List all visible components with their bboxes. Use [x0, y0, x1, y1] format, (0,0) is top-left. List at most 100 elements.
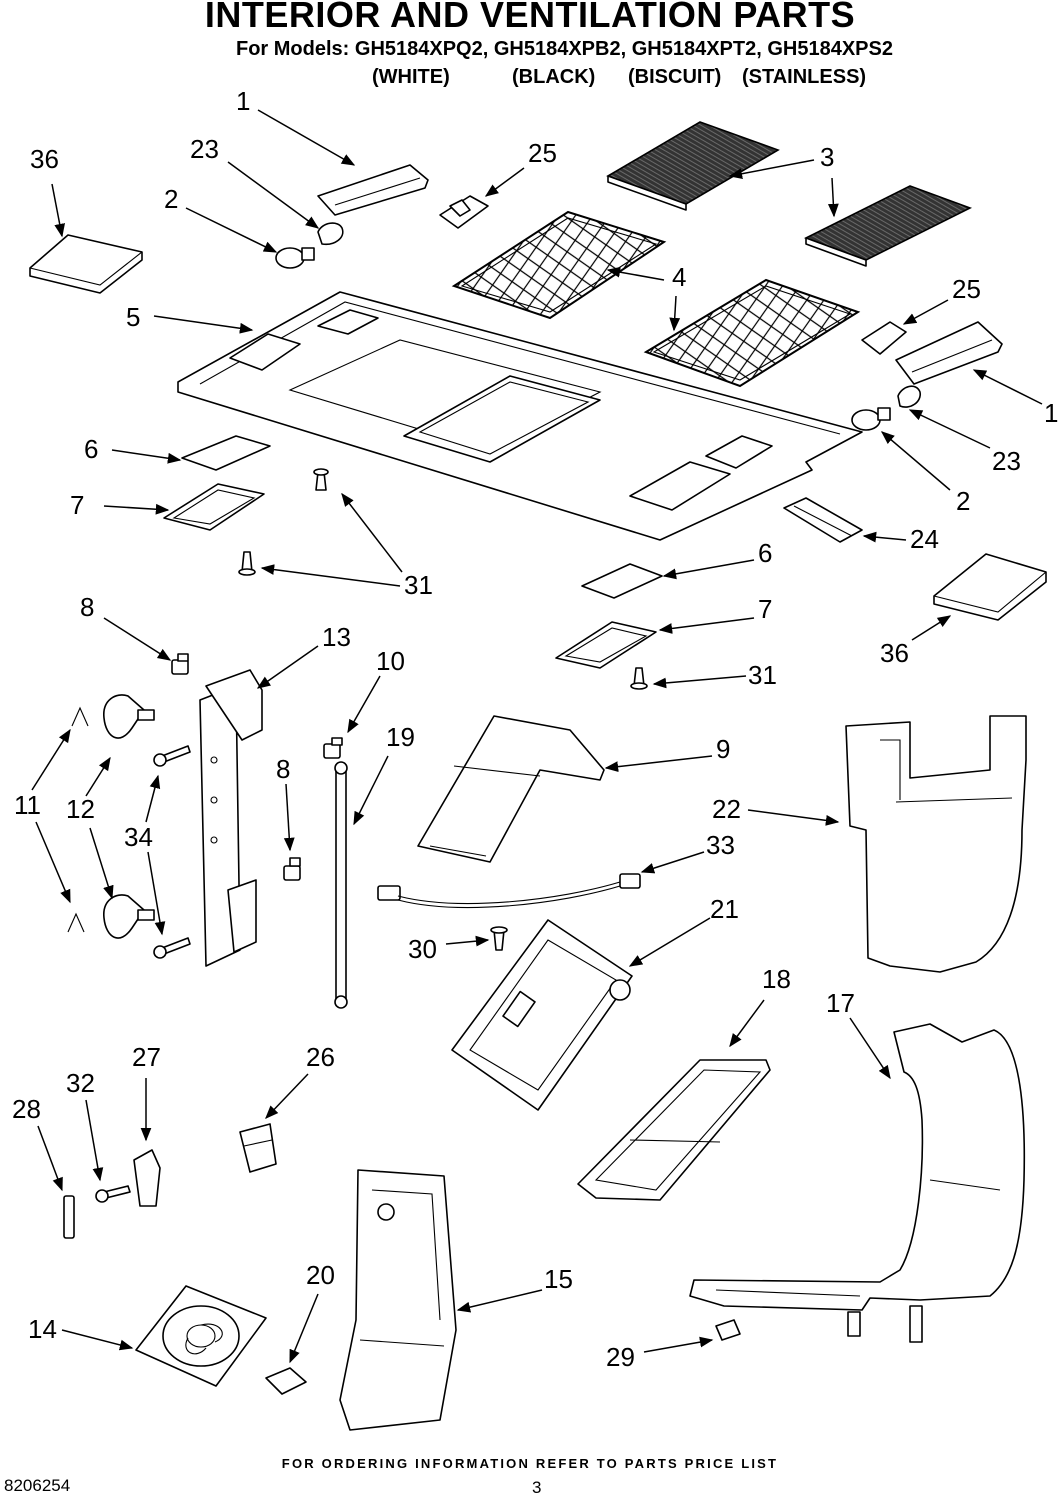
callout-32: 32 — [66, 1068, 95, 1098]
part-34-screw-lower — [153, 937, 191, 959]
part-12-cam-upper — [103, 694, 155, 739]
callout-34: 34 — [124, 822, 153, 852]
callout-25-right: 25 — [952, 274, 981, 304]
part-17-base-duct — [689, 1023, 1026, 1343]
callout-9: 9 — [716, 734, 730, 764]
callout-31-left: 31 — [404, 570, 433, 600]
part-11-spring-upper — [71, 706, 89, 727]
callout-8-upper: 8 — [80, 592, 94, 622]
part-15-fan-housing — [339, 1169, 457, 1431]
callout-13: 13 — [322, 622, 351, 652]
part-8-switch-lower — [283, 857, 301, 881]
callout-23-right: 23 — [992, 446, 1021, 476]
part-27-fuse-holder — [133, 1149, 161, 1207]
part-11-spring-lower — [67, 912, 85, 933]
callout-12: 12 — [66, 794, 95, 824]
part-6-shield-left — [181, 435, 271, 471]
part-36-cover-right — [933, 553, 1047, 621]
color-white: (WHITE) — [372, 66, 450, 88]
color-biscuit: (BISCUIT) — [628, 66, 722, 88]
part-1-light-cover-right — [895, 321, 1003, 385]
part-9-air-guide — [417, 715, 605, 863]
callout-29: 29 — [606, 1342, 635, 1372]
callout-5: 5 — [126, 302, 140, 332]
document-number: 8206254 — [4, 1476, 71, 1495]
part-19-door-rod — [334, 761, 348, 1009]
callout-18: 18 — [762, 964, 791, 994]
callout-7-right: 7 — [758, 594, 772, 624]
part-4-grease-filter-left — [451, 210, 667, 320]
part-14-vent-fan-motor — [135, 1285, 267, 1387]
part-12-cam-lower — [103, 894, 155, 939]
part-32-screw — [95, 1185, 131, 1203]
part-4-grease-filter-right — [643, 278, 861, 388]
callout-6-left: 6 — [84, 434, 98, 464]
callout-6-right: 6 — [758, 538, 772, 568]
callout-17: 17 — [826, 988, 855, 1018]
part-3-charcoal-filter-right — [803, 185, 973, 267]
callout-7-left: 7 — [70, 490, 84, 520]
part-18-cover-tray — [577, 1059, 771, 1201]
callout-31-right: 31 — [748, 660, 777, 690]
part-31-screw-upper — [313, 468, 329, 491]
callout-14: 14 — [28, 1314, 57, 1344]
part-33-wire-harness — [377, 873, 641, 909]
part-2-bulb-left — [275, 247, 315, 269]
callout-36-right: 36 — [880, 638, 909, 668]
page-number: 3 — [532, 1478, 542, 1497]
part-10-switch — [323, 737, 343, 759]
callout-26: 26 — [306, 1042, 335, 1072]
color-stainless: (STAINLESS) — [742, 66, 867, 88]
callout-28: 28 — [12, 1094, 41, 1124]
model-list: For Models: GH5184XPQ2, GH5184XPB2, GH51… — [236, 38, 893, 60]
callout-36-left: 36 — [30, 144, 59, 174]
callout-30: 30 — [408, 934, 437, 964]
part-5-bottom-plate — [177, 291, 863, 541]
part-13-latch-bracket — [199, 669, 263, 967]
part-23-socket-right — [897, 385, 921, 408]
color-black: (BLACK) — [512, 66, 596, 88]
part-25-bracket-left — [439, 195, 489, 229]
part-26-thermal-cutout — [239, 1123, 277, 1173]
part-31-screw-lower — [238, 551, 256, 576]
page-title: INTERIOR AND VENTILATION PARTS — [204, 0, 856, 35]
part-7-lamp-cover-left — [163, 483, 265, 531]
callout-1-right: 1 — [1044, 398, 1058, 428]
part-34-screw-upper — [153, 745, 191, 767]
part-8-switch-upper — [171, 653, 189, 675]
callout-22: 22 — [712, 794, 741, 824]
part-21-control-board — [451, 919, 633, 1111]
part-3-charcoal-filter-top — [606, 121, 780, 211]
leader-lines — [31, 109, 1043, 1364]
callout-23-upper-left: 23 — [190, 134, 219, 164]
part-24-bracket — [783, 497, 863, 543]
callout-8-lower: 8 — [276, 754, 290, 784]
callout-33: 33 — [706, 830, 735, 860]
callout-27: 27 — [132, 1042, 161, 1072]
part-22-vent-duct — [845, 715, 1027, 973]
callout-19: 19 — [386, 722, 415, 752]
callout-20: 20 — [306, 1260, 335, 1290]
part-28-fuse — [63, 1195, 75, 1239]
callout-21: 21 — [710, 894, 739, 924]
part-36-cover-left — [29, 234, 143, 294]
callout-3: 3 — [820, 142, 834, 172]
part-6-shield-right — [581, 563, 663, 599]
part-2-bulb-right — [851, 407, 891, 431]
callout-25-upper: 25 — [528, 138, 557, 168]
part-7-lamp-cover-right — [555, 621, 657, 669]
callouts: 1 23 36 2 25 3 4 5 25 1 23 2 6 7 31 24 6… — [12, 86, 1058, 1372]
ordering-note: FOR ORDERING INFORMATION REFER TO PARTS … — [281, 1456, 779, 1471]
callout-24: 24 — [910, 524, 939, 554]
callout-2-right: 2 — [956, 486, 970, 516]
part-30-screw — [490, 926, 508, 951]
part-20-damper — [265, 1367, 307, 1395]
part-29-clip — [715, 1319, 741, 1341]
callout-4: 4 — [672, 262, 686, 292]
part-23-socket-left — [317, 222, 344, 246]
callout-2-upper-left: 2 — [164, 184, 178, 214]
callout-1-upper-left: 1 — [236, 86, 250, 116]
callout-11: 11 — [14, 790, 41, 820]
part-1-light-cover-left — [317, 164, 429, 216]
